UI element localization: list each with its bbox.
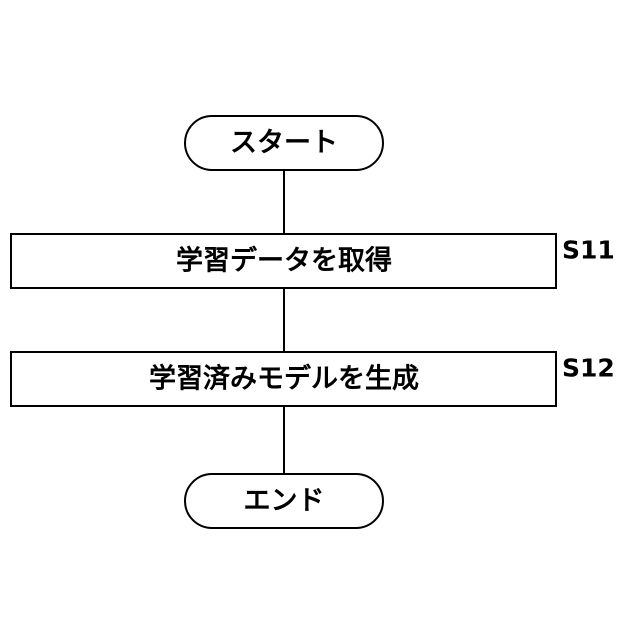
process-step-s12: 学習済みモデルを生成 xyxy=(11,352,556,406)
start-terminal-label: スタート xyxy=(230,128,338,159)
step-number-s11: S11 xyxy=(562,236,615,265)
end-terminal-label: エンド xyxy=(244,486,325,517)
process-step-s12-label: 学習済みモデルを生成 xyxy=(149,363,419,395)
end-terminal: エンド xyxy=(185,474,383,528)
step-number-s12: S12 xyxy=(562,354,615,383)
start-terminal: スタート xyxy=(185,116,383,170)
process-step-s11-label: 学習データを取得 xyxy=(176,245,392,277)
process-step-s11: 学習データを取得 xyxy=(11,234,556,288)
